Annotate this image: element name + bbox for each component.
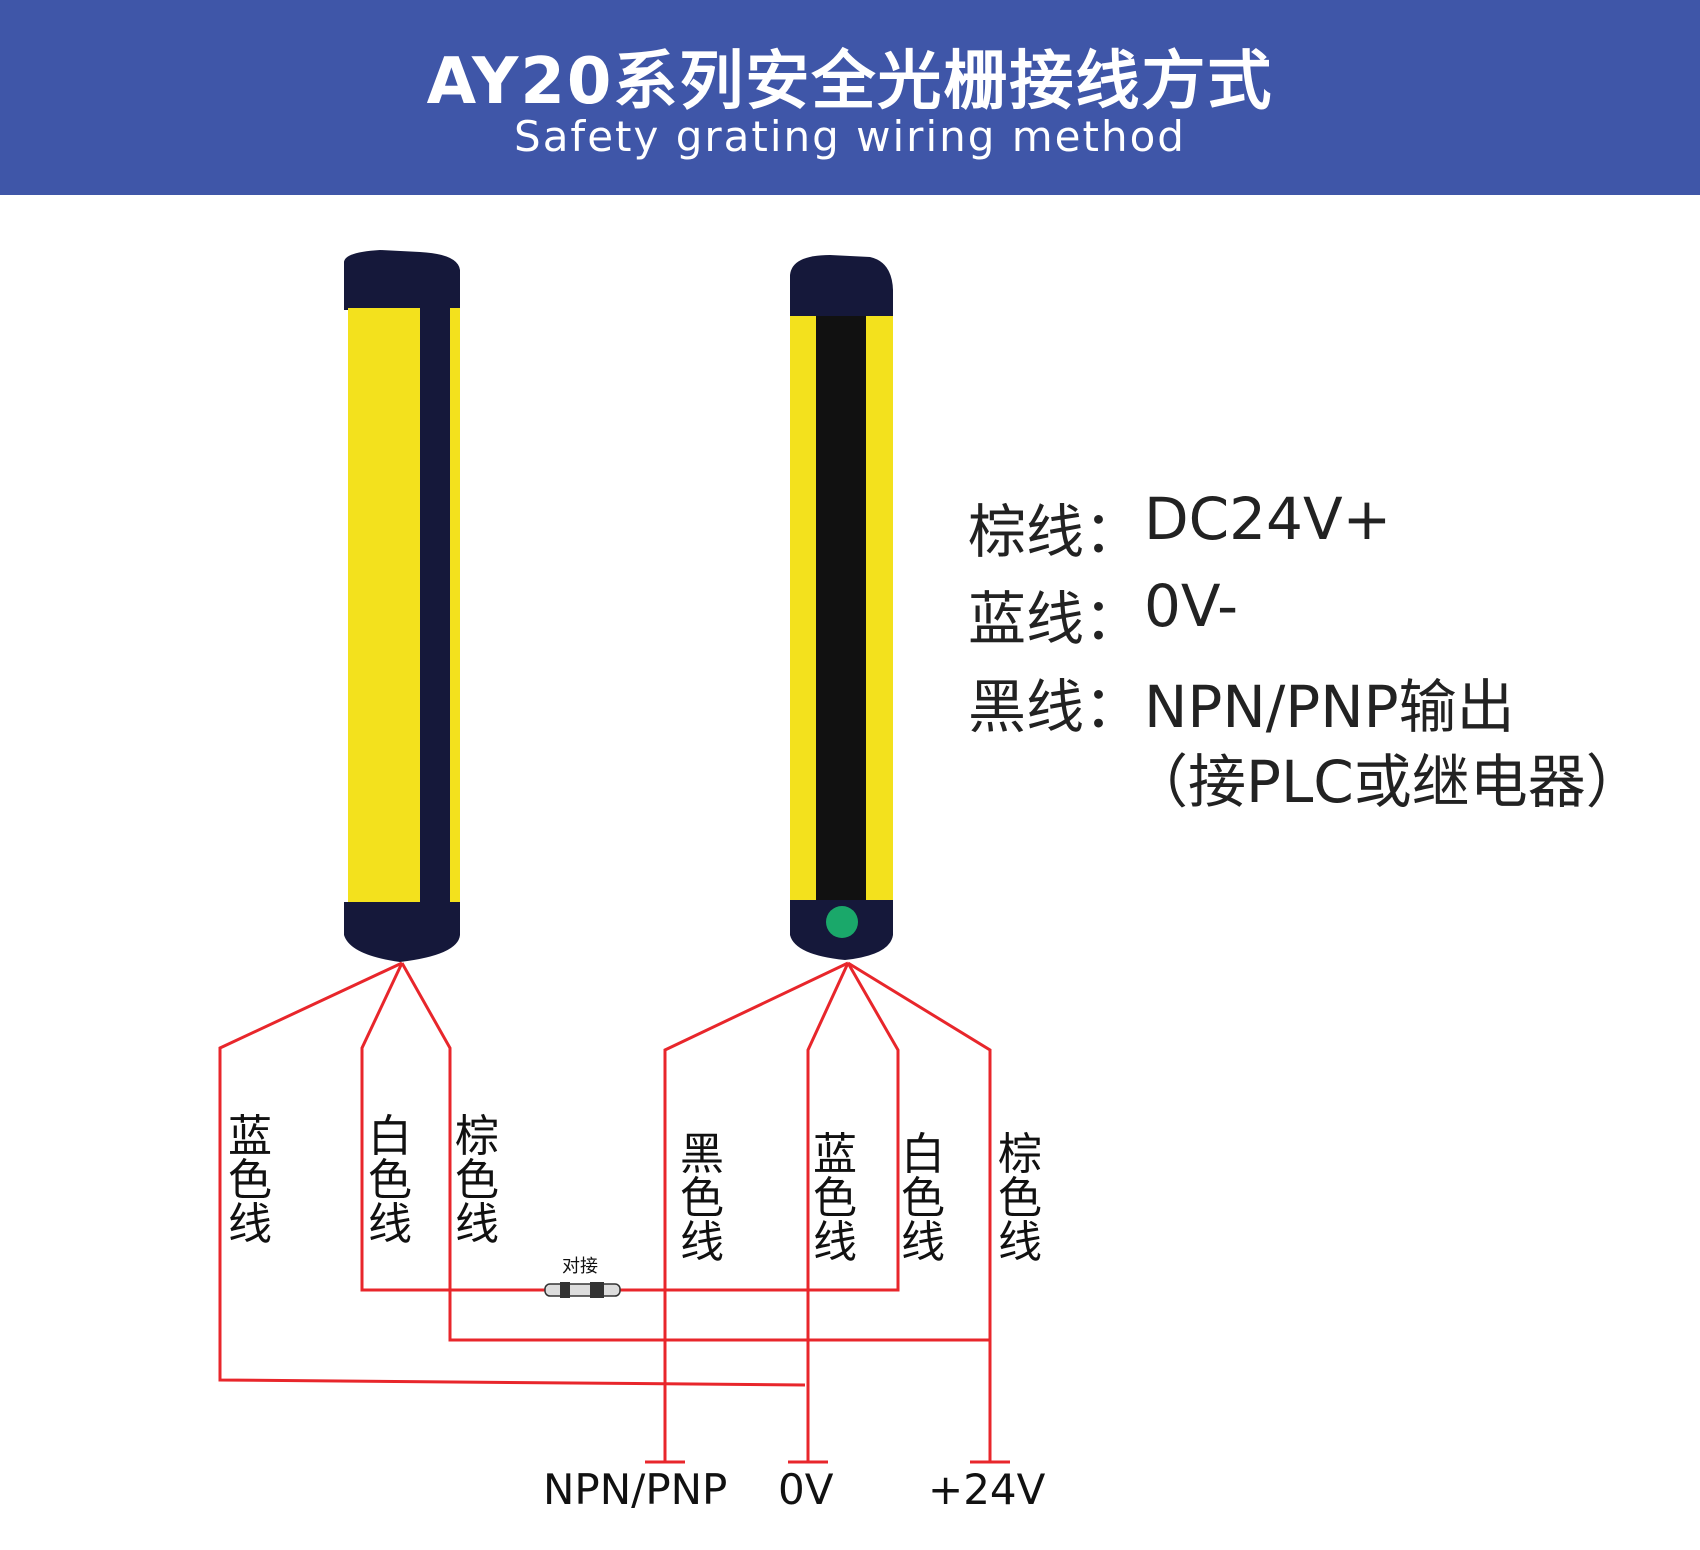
connector-label: 对接 <box>562 1256 598 1277</box>
legend-black-value: NPN/PNP输出 <box>1144 673 1515 741</box>
terminal-power: +24V <box>928 1465 1046 1514</box>
emitter-light-curtain <box>344 250 460 962</box>
legend-brown: 棕线： DC24V+ <box>968 485 1391 569</box>
legend-blue: 蓝线： 0V- <box>968 572 1238 656</box>
legend-blue-key: 蓝线： <box>968 585 1143 653</box>
indicator-light <box>826 906 858 938</box>
wiring-diagram <box>218 250 1010 1464</box>
receiver-wire-label: 黑色线 <box>680 1129 724 1268</box>
terminal-output: NPN/PNP <box>543 1465 728 1514</box>
header-bar: AY20系列安全光栅接线方式 Safety grating wiring met… <box>0 0 1700 195</box>
legend-note: （接PLC或继电器） <box>1130 748 1644 816</box>
receiver-wire-label: 蓝色线 <box>813 1129 857 1268</box>
legend-black-key: 黑线： <box>968 673 1143 741</box>
receiver-wire-label: 棕色线 <box>998 1129 1042 1268</box>
legend-blue-value: 0V- <box>1144 572 1239 640</box>
receiver-wire-label: 白色线 <box>901 1129 945 1268</box>
legend-black: 黑线： NPN/PNP输出 <box>968 660 1515 744</box>
wiring-lines <box>218 961 1010 1464</box>
page-title: AY20系列安全光栅接线方式 <box>426 45 1274 119</box>
legend-brown-key: 棕线： <box>968 498 1143 566</box>
emitter-wire-label: 白色线 <box>368 1111 412 1250</box>
page-subtitle: Safety grating wiring method <box>514 112 1186 161</box>
wire-connector <box>544 1282 621 1298</box>
emitter-wire-label: 棕色线 <box>455 1111 499 1250</box>
receiver-light-curtain <box>790 255 893 960</box>
legend-brown-value: DC24V+ <box>1144 485 1392 553</box>
emitter-wire-label: 蓝色线 <box>228 1111 272 1250</box>
terminal-ground: 0V <box>778 1465 834 1514</box>
